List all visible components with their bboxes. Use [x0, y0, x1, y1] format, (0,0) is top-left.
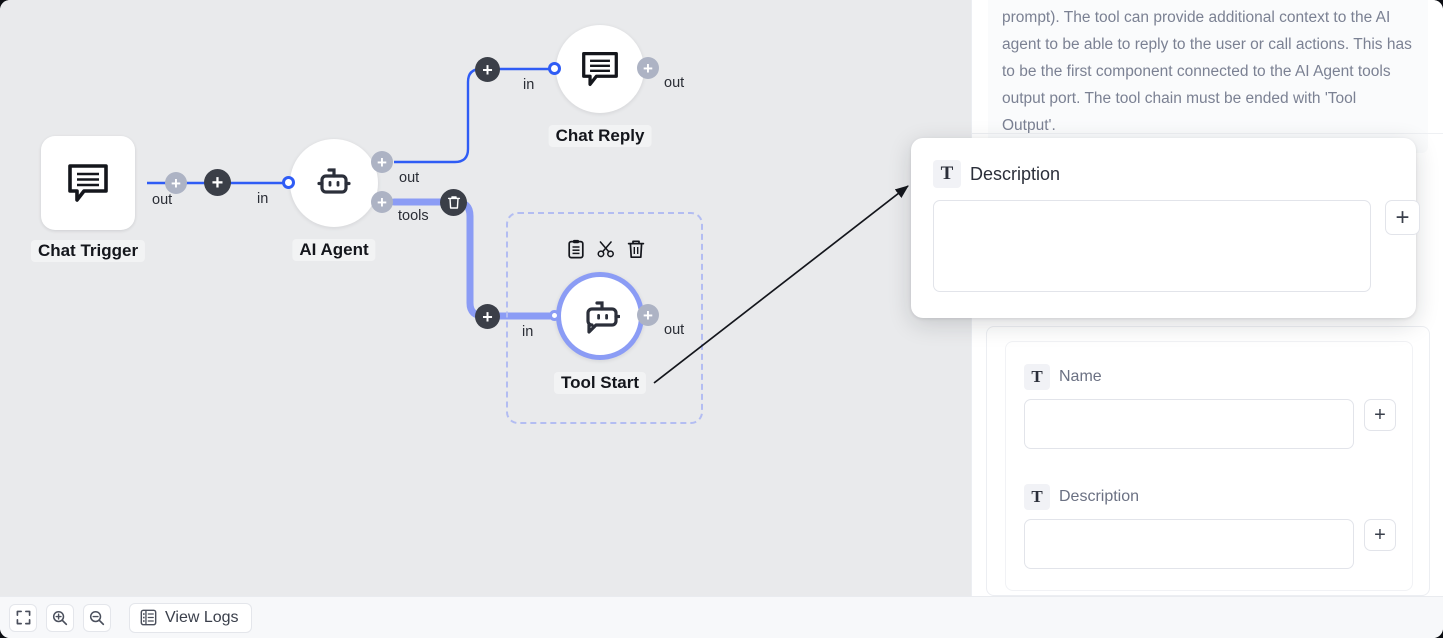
ai-agent-out-label: out — [399, 170, 420, 186]
edge-add-node-button-tools[interactable]: + — [475, 304, 500, 329]
workflow-canvas[interactable]: + out Chat Trigger + in + out + — [0, 0, 971, 596]
robot-chat-icon — [586, 301, 620, 334]
node-ai-agent-label: AI Agent — [292, 239, 376, 261]
ai-agent-tools-label: tools — [398, 208, 429, 224]
clipboard-icon[interactable] — [567, 239, 585, 259]
node-chat-reply-shape[interactable] — [556, 25, 644, 113]
node-description-text: prompt). The tool can provide additional… — [1002, 9, 1412, 134]
fit-view-button[interactable] — [9, 603, 37, 632]
scissors-icon[interactable] — [597, 239, 615, 259]
chat-reply-out-label: out — [664, 75, 685, 91]
popover-add-button[interactable]: + — [1385, 200, 1420, 235]
tool-start-out-handle[interactable]: + — [637, 304, 659, 326]
text-type-icon: T — [1024, 364, 1050, 390]
tool-parameters-inner: T Name + T Description + — [1005, 341, 1413, 591]
ai-agent-in-label: in — [257, 191, 269, 207]
tool-start-in-port[interactable] — [549, 310, 560, 321]
chat-reply-in-label: in — [523, 77, 535, 93]
ai-agent-tools-handle[interactable]: + — [371, 191, 393, 213]
list-panel-icon — [140, 609, 157, 626]
field-name-header: T Name — [1024, 364, 1396, 390]
name-add-button[interactable]: + — [1364, 399, 1396, 431]
node-chat-trigger-label: Chat Trigger — [30, 240, 146, 262]
description-input[interactable] — [1024, 519, 1354, 569]
node-chat-trigger[interactable]: + out Chat Trigger — [30, 136, 187, 262]
node-chat-reply-label: Chat Reply — [548, 125, 652, 147]
field-name-row: + — [1024, 399, 1396, 449]
edge-add-node-button-1[interactable]: + — [204, 169, 231, 196]
node-context-toolbar[interactable] — [567, 239, 645, 259]
tool-start-out-label: out — [664, 322, 685, 338]
field-description: T Description + — [1024, 484, 1396, 569]
bottom-toolbar: View Logs — [0, 596, 1443, 638]
description-add-button[interactable]: + — [1364, 519, 1396, 551]
tool-start-in-label: in — [522, 324, 534, 340]
trash-icon[interactable] — [627, 239, 645, 259]
chat-trigger-out-handle[interactable]: + — [165, 172, 187, 194]
node-chat-reply[interactable]: in + out Chat Reply — [523, 25, 684, 147]
description-popover[interactable]: T Description + — [911, 138, 1420, 318]
zoom-in-icon — [52, 610, 68, 625]
node-tool-start-shape[interactable] — [556, 272, 644, 360]
name-input[interactable] — [1024, 399, 1354, 449]
annotation-arrow — [653, 185, 909, 384]
chat-reply-out-handle[interactable]: + — [637, 57, 659, 79]
node-tool-start-label: Tool Start — [553, 372, 647, 394]
chat-bubble-icon — [582, 51, 618, 87]
zoom-out-icon — [89, 610, 105, 625]
popover-field-label: Description — [970, 163, 1061, 184]
chat-trigger-out-label: out — [152, 192, 173, 208]
zoom-out-button[interactable] — [83, 603, 111, 632]
text-type-icon: T — [933, 160, 961, 188]
node-selection-box — [506, 212, 703, 424]
popover-description-input[interactable] — [933, 200, 1371, 292]
field-name: T Name + — [1024, 364, 1396, 449]
node-tool-start[interactable]: in + out Tool Start — [522, 272, 684, 394]
zoom-in-button[interactable] — [46, 603, 74, 632]
node-ai-agent-shape[interactable] — [290, 139, 378, 227]
ai-agent-in-port[interactable] — [282, 176, 295, 189]
view-logs-button[interactable]: View Logs — [129, 602, 252, 633]
edge-delete-button-tools[interactable] — [440, 189, 467, 216]
chat-bubble-icon — [68, 164, 108, 202]
view-logs-label: View Logs — [165, 608, 239, 626]
text-type-icon: T — [1024, 484, 1050, 510]
ai-agent-out-handle[interactable]: + — [371, 151, 393, 173]
trash-icon — [447, 196, 460, 209]
panel-divider — [972, 133, 1443, 134]
node-chat-trigger-shape[interactable] — [41, 136, 135, 230]
field-name-label: Name — [1059, 368, 1102, 385]
field-description-label: Description — [1059, 488, 1140, 505]
node-ai-agent[interactable]: in + out + tools AI Agent — [257, 139, 429, 261]
edge-add-node-button-2[interactable]: + — [475, 57, 500, 82]
tool-parameters-card: T Name + T Description + — [986, 326, 1430, 596]
robot-icon — [317, 168, 351, 194]
field-description-row: + — [1024, 519, 1396, 569]
fit-screen-icon — [16, 610, 30, 625]
field-description-header: T Description — [1024, 484, 1396, 510]
chat-reply-in-port[interactable] — [548, 62, 561, 75]
node-description-block: prompt). The tool can provide additional… — [988, 0, 1428, 153]
popover-field-header: T Description — [933, 160, 1060, 188]
